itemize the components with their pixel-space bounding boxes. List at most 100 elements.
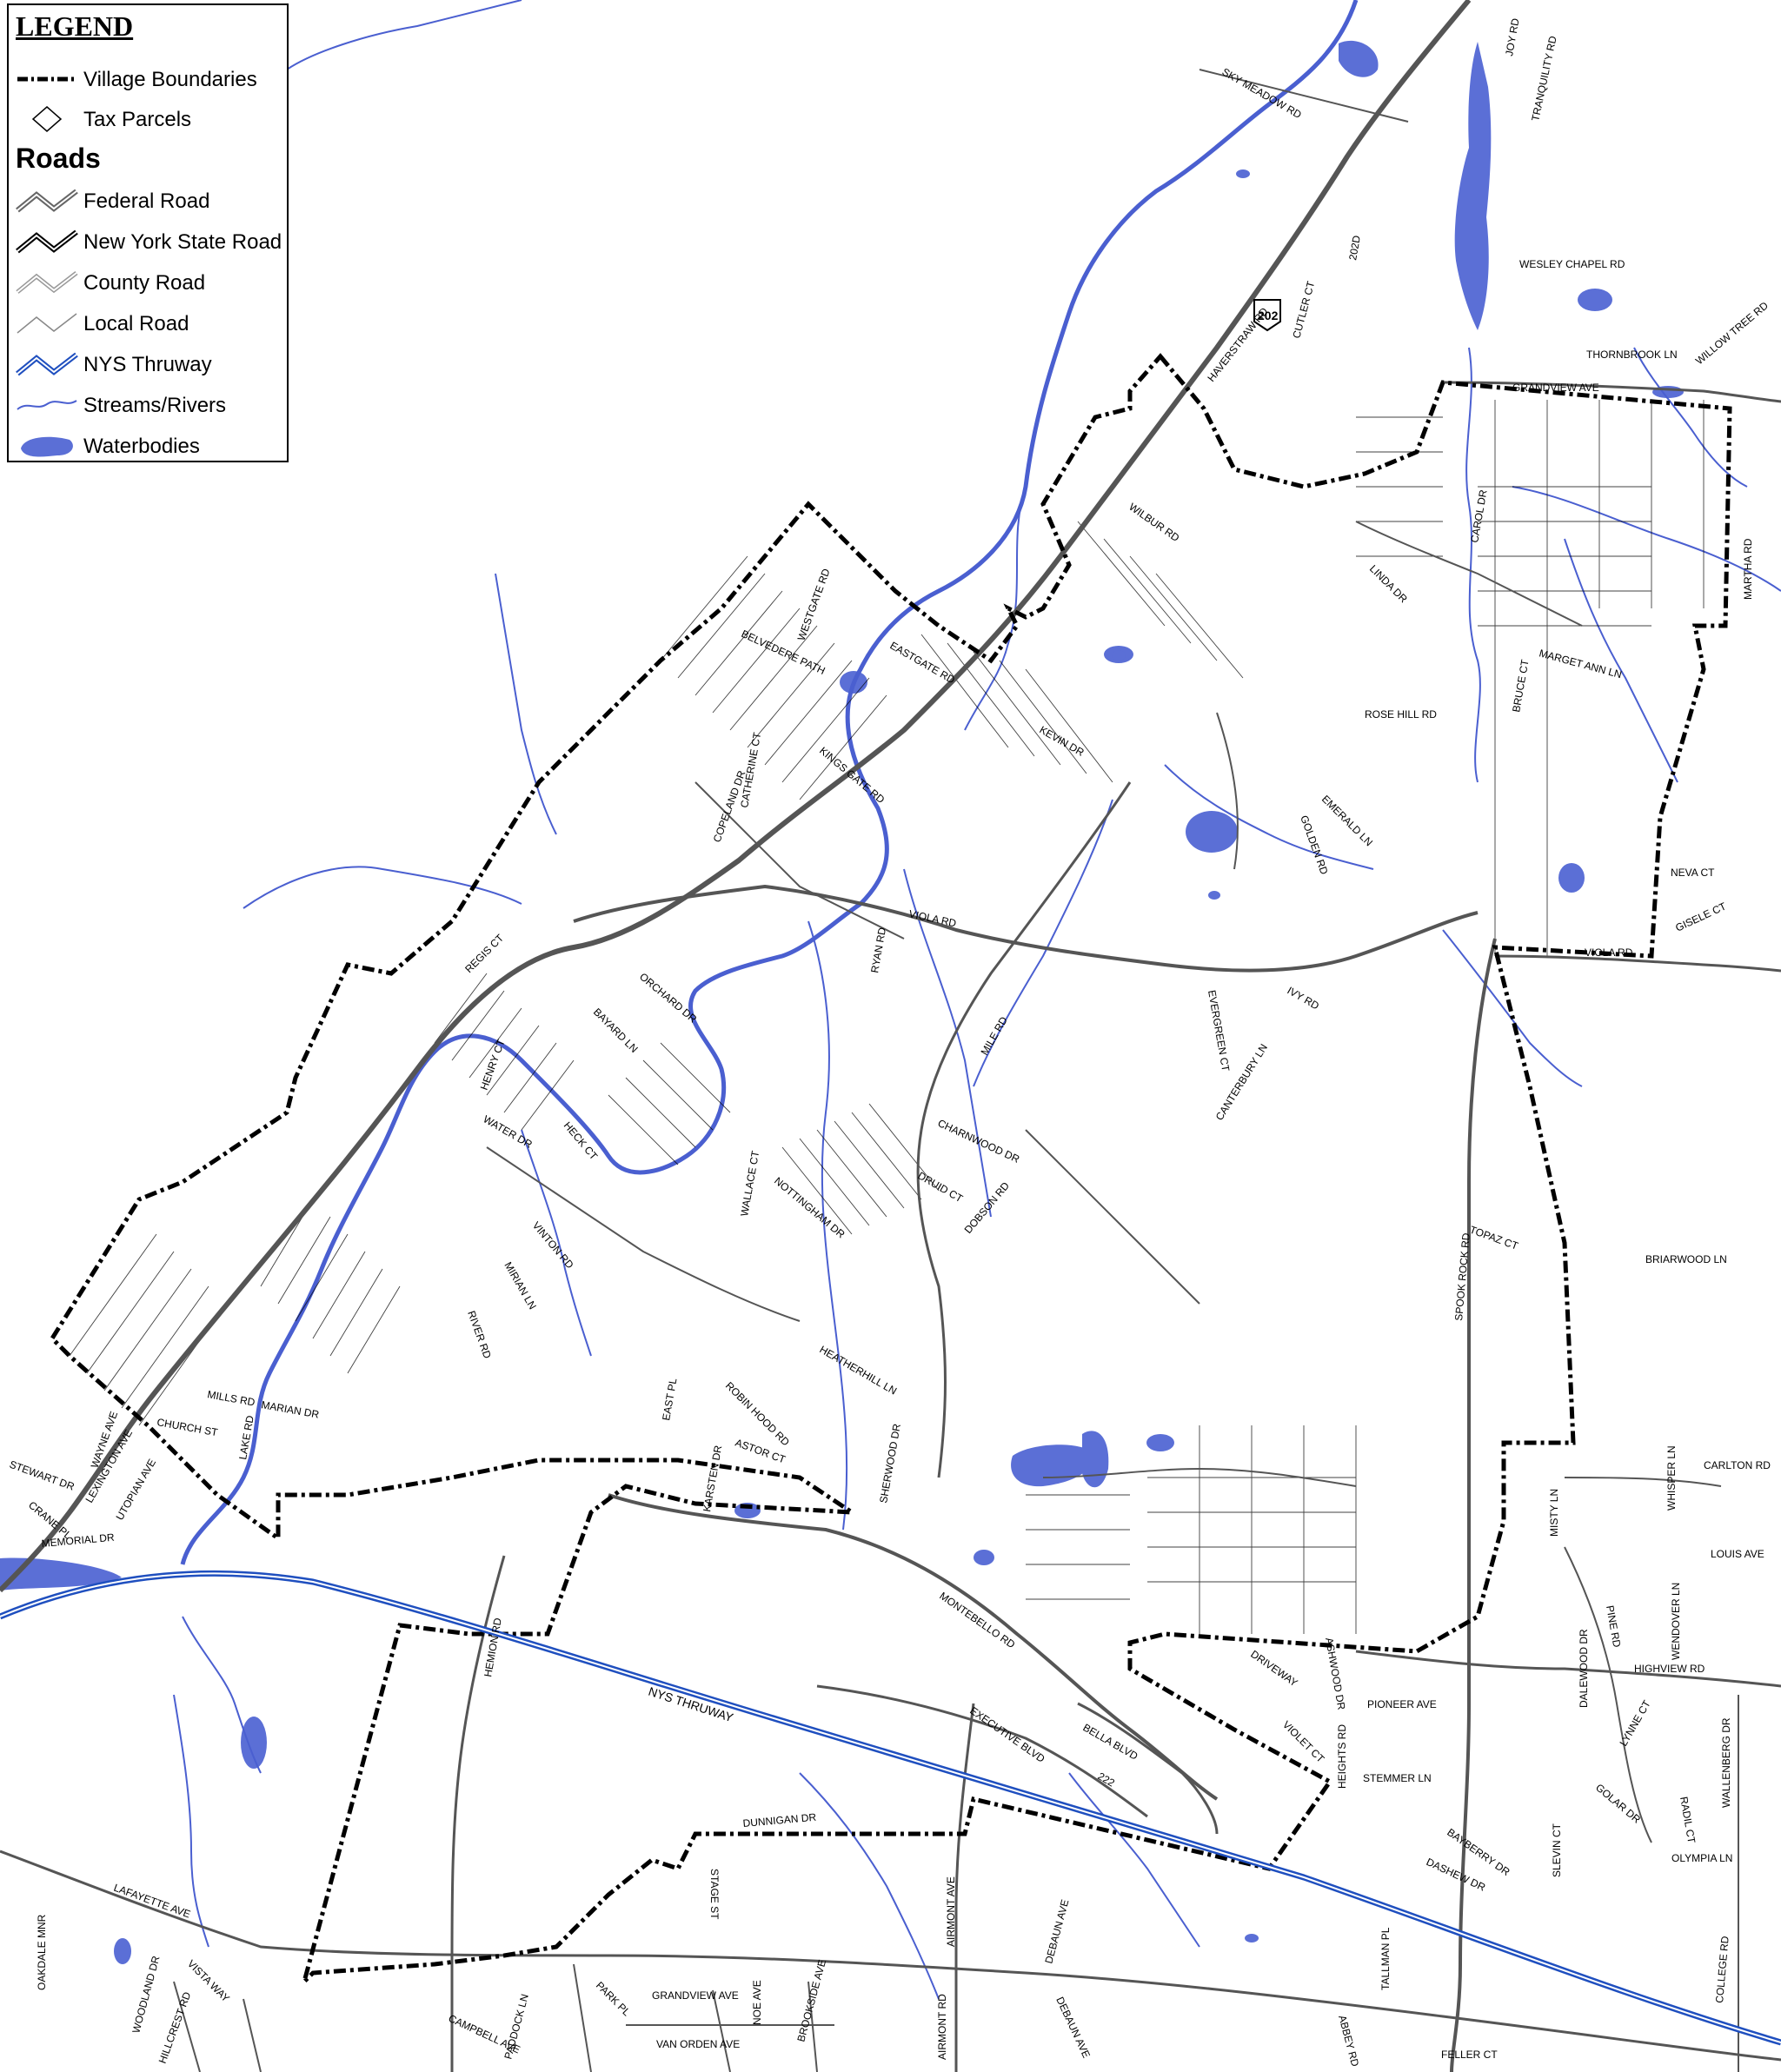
shield-icon [1253, 299, 1281, 332]
tax-parcels [69, 400, 1705, 1634]
legend-label: Tax Parcels [83, 108, 192, 131]
nys-thruway [0, 1570, 1781, 2046]
waterbody-north-reservoir [1454, 42, 1492, 330]
waterbody-tiny-2 [1112, 650, 1126, 661]
stream-central-3 [973, 799, 1113, 1087]
waterbody-south-pond-2 [1082, 1431, 1109, 1488]
waterbody-sw-pond [114, 1938, 131, 1964]
stream-south-1 [799, 1772, 940, 2000]
label-dalewood: DALEWOOD DR [1578, 1629, 1590, 1708]
label-thornbrook: THORNBROOK LN [1586, 349, 1678, 361]
label-neva: NEVA CT [1671, 867, 1715, 879]
road-viola-e [1494, 954, 1781, 973]
legend-item-thruway: NYS Thruway [9, 348, 287, 382]
local-road-symbol-icon [17, 313, 77, 334]
label-briarwood: BRIARWOOD LN [1645, 1253, 1727, 1265]
waterbody-wesley-pond [1578, 289, 1612, 311]
route-202-shield: 202 [1253, 299, 1281, 332]
stream-mahwah-river [180, 0, 1359, 1565]
label-grandview-s: GRANDVIEW AVE [652, 1989, 739, 2002]
label-noe: NOE AVE [751, 1980, 763, 2025]
road-local-4 [1025, 1129, 1200, 1305]
label-feller: FELLER CT [1441, 2049, 1498, 2061]
label-wesley: WESLEY CHAPEL RD [1519, 258, 1625, 270]
village-boundary [49, 353, 1732, 1989]
legend-label: Federal Road [83, 189, 210, 213]
parcel-lines-center [434, 973, 940, 1235]
waterbody-south-pond-4 [974, 1550, 994, 1565]
road-mile [916, 781, 1132, 1478]
waterbody-east-pond [1558, 863, 1585, 893]
village-boundary-line [49, 353, 1732, 1989]
legend-item-village-boundaries: Village Boundaries [9, 63, 287, 97]
label-carlton: CARLTON RD [1704, 1459, 1771, 1471]
legend-item-county-road: County Road [9, 266, 287, 301]
label-airmont-ave: AIRMONT AVE [945, 1876, 957, 1947]
legend-item-local-road: Local Road [9, 307, 287, 342]
road-local-8 [1564, 1546, 1652, 1843]
legend-roads-heading: Roads [16, 143, 101, 174]
label-martha: MARTHA RD [1742, 538, 1754, 600]
legend-title: LEGEND [16, 10, 134, 42]
label-misty: MISTY LN [1548, 1489, 1560, 1537]
label-tallman: TALLMAN PL [1379, 1927, 1392, 1990]
waterbody-central-pond-1 [1186, 811, 1238, 853]
label-pioneer: PIONEER AVE [1367, 1698, 1437, 1710]
label-heights: HEIGHTS RD [1336, 1724, 1348, 1789]
road-local-11 [173, 1963, 818, 2072]
legend-label: Waterbodies [83, 435, 200, 458]
legend-item-federal-road: Federal Road [9, 184, 287, 219]
road-viola [573, 884, 1479, 973]
road-local-3 [486, 1146, 801, 1322]
road-local-6 [1216, 712, 1239, 870]
parcel-lines-west [69, 1199, 401, 1426]
map-legend: LEGEND Village Boundaries Tax Parcels Ro… [7, 3, 289, 462]
thruway-symbol-icon [16, 352, 78, 376]
stream-ne-2 [1564, 538, 1678, 783]
legend-item-state-road: New York State Road [9, 225, 287, 260]
legend-label: County Road [83, 271, 206, 295]
road-lafayette [0, 1850, 1781, 2062]
legend-label: New York State Road [83, 230, 282, 254]
road-local-1 [1355, 521, 1583, 627]
road-local-10 [1199, 69, 1409, 123]
parcel-lines-south [1026, 1425, 1357, 1634]
label-college: COLLEGE RD [1713, 1936, 1731, 2004]
road-hemion [450, 1555, 506, 2072]
legend-label: Village Boundaries [83, 68, 257, 91]
label-stemmer: STEMMER LN [1363, 1772, 1432, 1784]
label-rose-hill: ROSE HILL RD [1365, 708, 1437, 721]
label-whisper: WHISPER LN [1665, 1445, 1678, 1511]
road-grandview-n [1442, 381, 1781, 403]
legend-item-waterbodies: Waterbodies [9, 429, 287, 464]
waterbody-west-lake [0, 1557, 122, 1591]
label-grandview-n: GRANDVIEW AVE [1512, 382, 1599, 394]
state-road-symbol-icon [16, 229, 78, 254]
shield-label: 202 [1258, 309, 1279, 322]
road-bella [1077, 1702, 1219, 1835]
stream-central-1 [807, 920, 848, 1531]
label-oakdale: OAKDALE MNR [36, 1914, 48, 1990]
village-boundary-symbol-icon [17, 76, 76, 82]
label-wendover: WENDOVER LN [1670, 1583, 1682, 1660]
label-highview: HIGHVIEW RD [1634, 1663, 1705, 1675]
waterbody-south-pond-3 [1146, 1434, 1174, 1451]
label-viola-e: VIOLA RD [1585, 946, 1633, 959]
label-airmont-rd: AIRMONT RD [936, 1994, 948, 2060]
stream-symbol-icon [17, 400, 77, 410]
label-slevin: SLEVIN CT [1551, 1823, 1563, 1877]
legend-label: Local Road [83, 312, 189, 335]
stream-east-2 [1442, 929, 1583, 1087]
parcel-lines-north [660, 521, 1244, 800]
legend-label: Streams/Rivers [83, 394, 227, 417]
road-local-5 [1042, 1467, 1357, 1487]
stream-sw [173, 1694, 209, 1948]
stream-south-2 [182, 1616, 262, 1774]
label-stage: STAGE ST [708, 1869, 721, 1920]
label-van-orden: VAN ORDEN AVE [656, 2038, 740, 2050]
waterbody-sw-pond-2 [1245, 1934, 1259, 1942]
stream-south-3 [1068, 1772, 1200, 1948]
label-wallenberg: WALLENBERG DR [1720, 1717, 1732, 1808]
